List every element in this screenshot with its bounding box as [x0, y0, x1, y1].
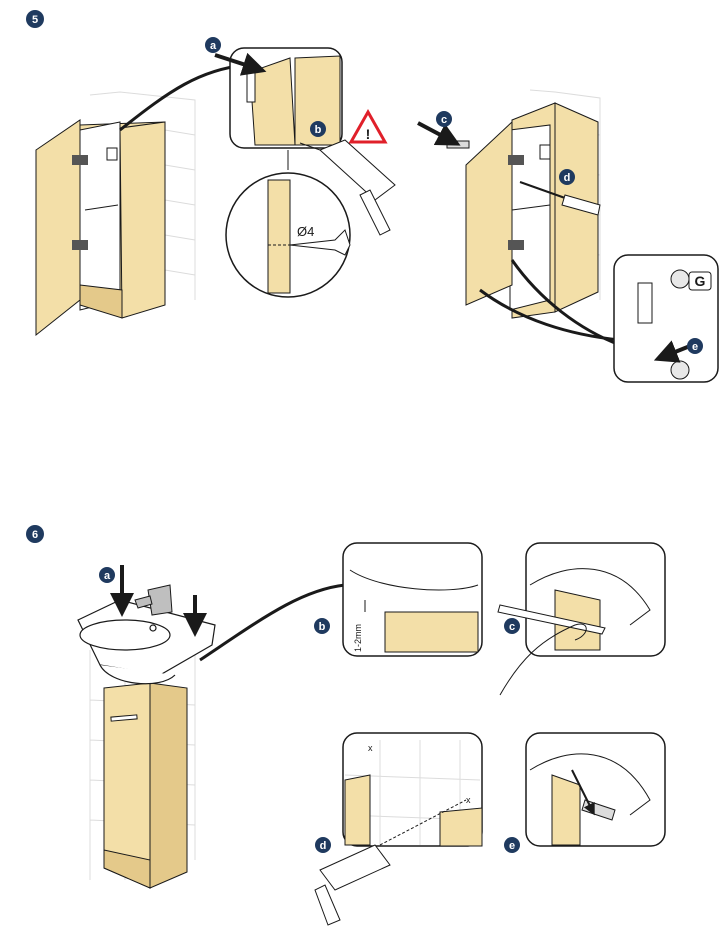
handle-end	[637, 282, 653, 324]
substep-badge-c	[436, 111, 452, 127]
substep-badge-b	[314, 618, 330, 634]
drill-icon	[314, 844, 391, 926]
wall-tiles-5a	[89, 91, 196, 300]
warning-triangle-icon: !	[348, 108, 388, 144]
svg-text:!: !	[366, 126, 371, 142]
callout-line	[199, 583, 346, 662]
hinge	[508, 144, 551, 250]
callout-line	[119, 63, 246, 132]
drill-bit-icon	[289, 229, 351, 256]
arrow-icon	[417, 121, 461, 146]
hinge-cap-label: G	[695, 273, 706, 289]
panel-edge	[267, 179, 291, 294]
substep-badge-e	[687, 338, 703, 354]
handle-part	[446, 140, 470, 149]
hinge-cap	[670, 360, 690, 380]
basin	[77, 599, 216, 685]
panel-wood	[249, 57, 296, 146]
svg-text:c: c	[509, 621, 515, 633]
svg-text:b: b	[319, 621, 326, 633]
substep-badge-c	[504, 618, 520, 634]
arrow-icon	[214, 52, 267, 76]
cabinet-top-edge	[384, 611, 479, 653]
screwdriver-icon	[519, 181, 601, 216]
step-6-number: 6	[32, 529, 38, 541]
svg-text:e: e	[509, 840, 515, 852]
tap	[134, 584, 173, 616]
pencil-icon	[497, 604, 606, 635]
hinge-cap	[670, 269, 690, 289]
substep-badge-d	[315, 837, 331, 853]
mark-left: x	[368, 743, 373, 753]
step-5-number: 5	[32, 14, 38, 26]
mark-right: x	[466, 795, 471, 805]
arrow-icon	[653, 340, 691, 363]
svg-text:e: e	[692, 341, 698, 353]
step-6: 6 a 1	[26, 525, 666, 926]
hinge	[72, 147, 118, 250]
svg-text:a: a	[210, 40, 217, 52]
svg-text:c: c	[441, 114, 447, 126]
substep-badge-a	[99, 567, 115, 583]
screw-arrow	[571, 769, 595, 816]
step-6-badge	[26, 525, 44, 543]
substep-badge-e	[504, 837, 520, 853]
step-5-badge	[26, 10, 44, 28]
pedestal-cabinet	[103, 682, 188, 889]
step-5: 5 a b	[26, 10, 719, 383]
drill-size-label: Ø4	[297, 224, 314, 239]
substep-badge-b	[310, 121, 326, 137]
drill-icon	[299, 139, 396, 236]
gap-label: 1-2mm	[353, 624, 363, 652]
svg-text:d: d	[320, 840, 327, 852]
substep-badge-d	[559, 169, 575, 185]
svg-text:d: d	[564, 172, 571, 184]
substep-badge-a	[205, 37, 221, 53]
cabinet-open-left	[35, 119, 166, 337]
svg-text:a: a	[104, 570, 111, 582]
hand	[499, 623, 587, 696]
svg-text:b: b	[315, 124, 322, 136]
